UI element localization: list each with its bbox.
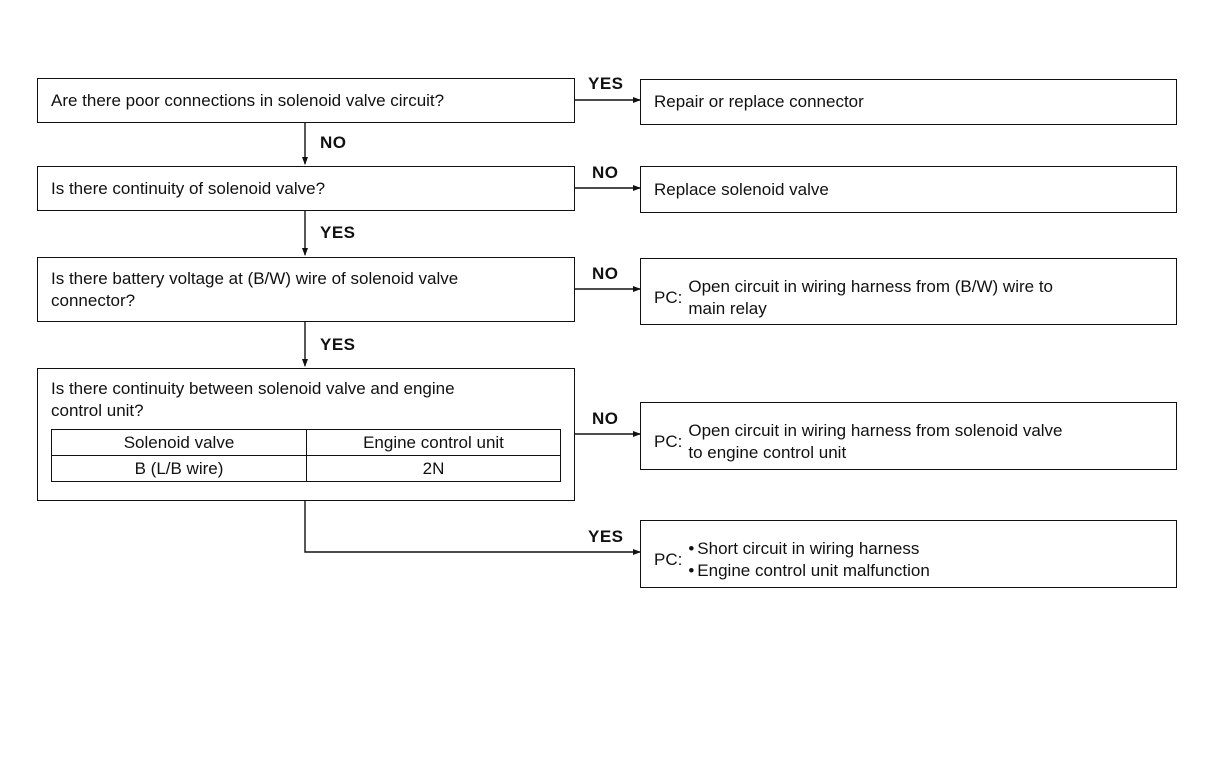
table-cell: 2N	[306, 455, 561, 482]
branch-label-no: NO	[592, 163, 619, 182]
branch-label-yes: YES	[320, 335, 356, 354]
arrow-q4-to-r5	[304, 501, 641, 555]
table-header-row: Solenoid valve Engine control unit	[51, 429, 561, 456]
result-box-3: PC: Open circuit in wiring harness from …	[640, 258, 1177, 325]
list-item: Engine control unit malfunction	[688, 560, 929, 582]
branch-label-yes: YES	[588, 527, 624, 546]
question-text: Is there continuity between solenoid val…	[51, 379, 455, 420]
result-text: Open circuit in wiring harness from sole…	[688, 421, 1063, 462]
result-box-5: PC: Short circuit in wiring harness Engi…	[640, 520, 1177, 588]
list-item: Short circuit in wiring harness	[688, 538, 929, 560]
branch-label-no: NO	[320, 133, 347, 152]
pc-prefix: PC:	[654, 549, 683, 569]
table-cell: B (L/B wire)	[51, 455, 307, 482]
result-text: Open circuit in wiring harness from (B/W…	[688, 276, 1053, 318]
pc-prefix: PC:	[654, 287, 683, 307]
result-text: Replace solenoid valve	[654, 179, 829, 199]
pc-prefix: PC:	[654, 432, 683, 451]
result-box-4: PC: Open circuit in wiring harness from …	[640, 402, 1177, 470]
question-box-2: Is there continuity of solenoid valve?	[37, 166, 575, 211]
branch-label-yes: YES	[320, 223, 356, 242]
cause-list: Short circuit in wiring harness Engine c…	[688, 538, 929, 582]
table-header-cell: Solenoid valve	[51, 429, 307, 456]
result-box-2: Replace solenoid valve	[640, 166, 1177, 213]
result-text: Repair or replace connector	[654, 92, 864, 111]
result-box-1: Repair or replace connector	[640, 79, 1177, 125]
table-header-cell: Engine control unit	[306, 429, 561, 456]
question-text: Are there poor connections in solenoid v…	[51, 90, 445, 110]
table-row: B (L/B wire) 2N	[51, 455, 561, 482]
branch-label-no: NO	[592, 409, 619, 428]
question-box-3: Is there battery voltage at (B/W) wire o…	[37, 257, 575, 322]
question-text: Is there battery voltage at (B/W) wire o…	[51, 268, 459, 310]
question-text: Is there continuity of solenoid valve?	[51, 178, 326, 198]
question-box-1: Are there poor connections in solenoid v…	[37, 78, 575, 123]
branch-label-no: NO	[592, 264, 619, 283]
connector-table: Solenoid valve Engine control unit B (L/…	[51, 429, 561, 482]
branch-label-yes: YES	[588, 74, 624, 93]
